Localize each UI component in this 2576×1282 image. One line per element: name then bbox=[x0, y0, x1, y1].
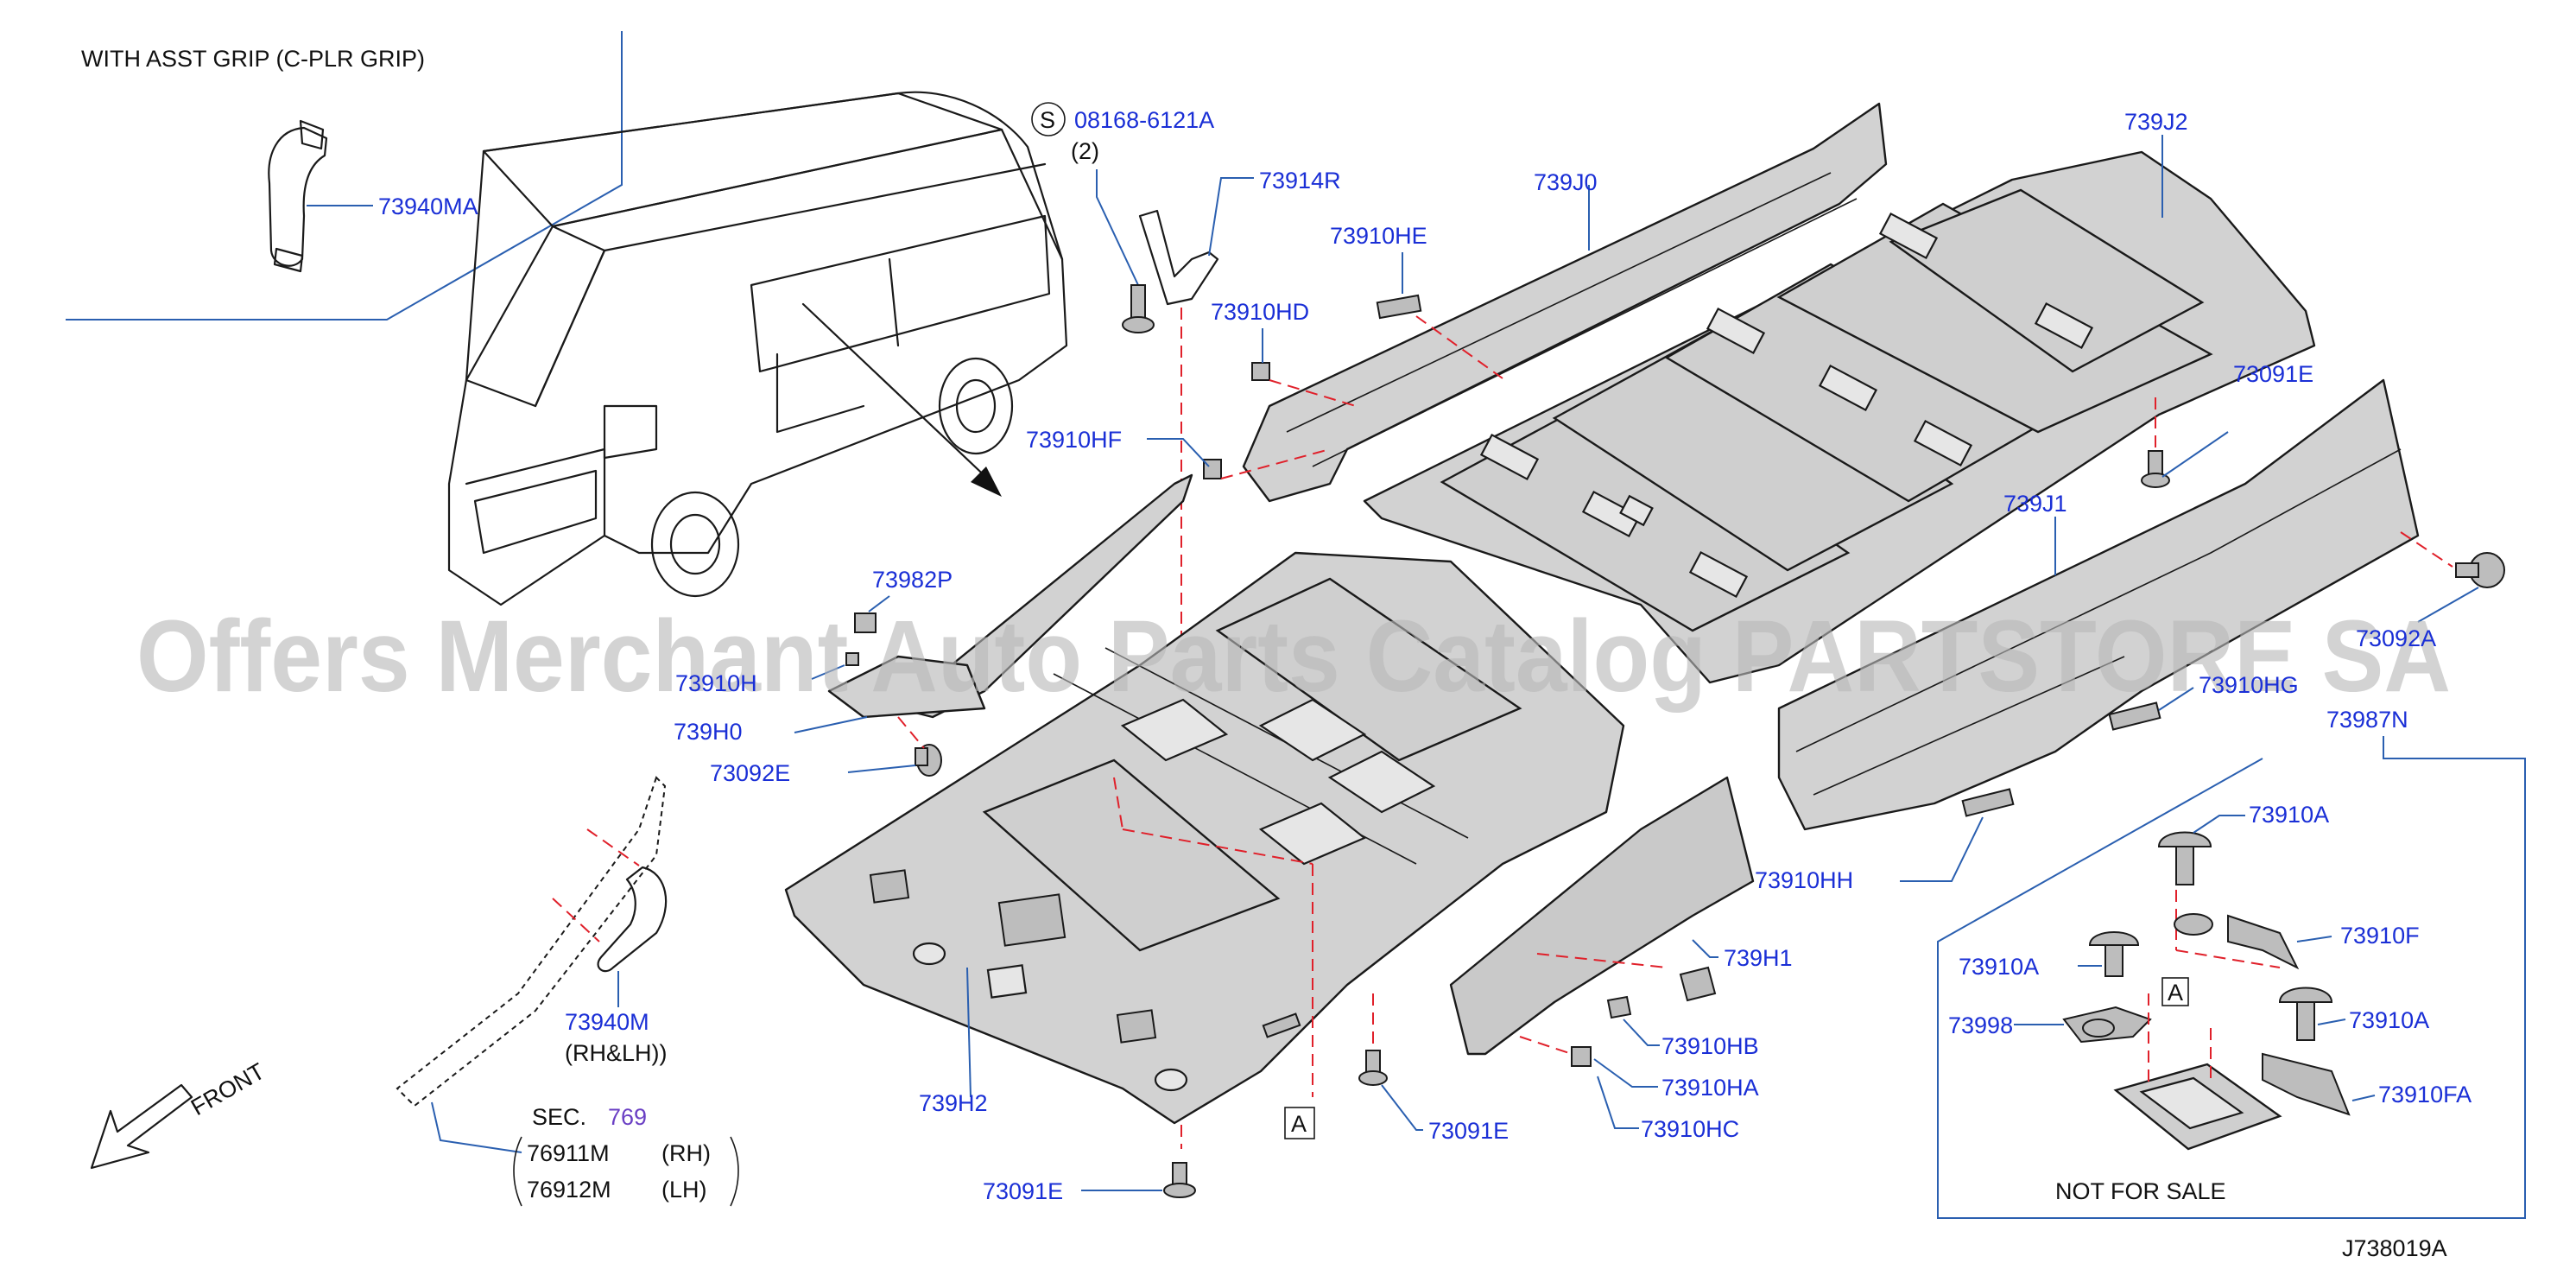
screw-73910A-top-icon bbox=[2157, 831, 2212, 885]
pad-73910HF-icon bbox=[1203, 459, 1222, 479]
label-73092A-partial[interactable]: 73092A bbox=[2356, 625, 2436, 651]
label-rh: (RH) bbox=[661, 1140, 711, 1166]
label-73910HD[interactable]: 73910HD bbox=[1211, 299, 1309, 325]
pad-73910HG-icon bbox=[2108, 701, 2161, 731]
front-label: FRONT bbox=[187, 1058, 269, 1120]
inset-frame-line bbox=[66, 31, 623, 320]
label-73091E-middle[interactable]: 73091E bbox=[1428, 1118, 1509, 1144]
label-739H1[interactable]: 739H1 bbox=[1724, 945, 1793, 971]
label-73910A-left[interactable]: 73910A bbox=[1959, 954, 2039, 980]
bolt-icon bbox=[1122, 284, 1155, 333]
trim-739H0-icon bbox=[827, 473, 1193, 719]
pad-73910HA-icon bbox=[1571, 1046, 1592, 1067]
label-73910HA[interactable]: 73910HA bbox=[1661, 1075, 1759, 1101]
label-73910HC[interactable]: 73910HC bbox=[1641, 1116, 1739, 1142]
bracket-73910F-icon bbox=[2174, 913, 2300, 970]
clip-73091E-upper-icon bbox=[2141, 450, 2170, 488]
label-73910FA[interactable]: 73910FA bbox=[2378, 1082, 2472, 1107]
label-73910H-partial[interactable]: 73910H bbox=[675, 670, 757, 696]
front-arrow-icon bbox=[90, 1083, 193, 1170]
label-sec: SEC. bbox=[532, 1104, 586, 1130]
side-rail-739J0-icon bbox=[1242, 102, 1888, 503]
clip-73092E-icon bbox=[915, 744, 942, 777]
clip-73910H-icon bbox=[845, 652, 859, 666]
label-76912M[interactable]: 76912M bbox=[527, 1177, 611, 1203]
side-trim-739J1-icon bbox=[1777, 378, 2420, 831]
label-73987N[interactable]: 73987N bbox=[2326, 707, 2408, 733]
label-08168-6121A[interactable]: 08168-6121A bbox=[1074, 107, 1214, 133]
screw-73910A-right-icon bbox=[2278, 987, 2333, 1041]
label-73091E-upper[interactable]: 73091E bbox=[2233, 361, 2313, 387]
label-73910F[interactable]: 73910F bbox=[2340, 923, 2420, 949]
label-73910HF[interactable]: 73910HF bbox=[1026, 427, 1122, 453]
bracket-73910FA-icon bbox=[2262, 1052, 2351, 1116]
label-73940M[interactable]: 73940M bbox=[565, 1009, 649, 1035]
pad-73910HH-icon bbox=[1961, 788, 2015, 817]
label-73092E-left[interactable]: 73092E bbox=[710, 760, 790, 786]
pad-73910HD-icon bbox=[1251, 362, 1270, 381]
mount-base-icon bbox=[2113, 1063, 2282, 1151]
label-739J2[interactable]: 739J2 bbox=[2124, 109, 2188, 135]
label-rh-lh: (RH&LH)) bbox=[565, 1040, 668, 1066]
label-73910A-right[interactable]: 73910A bbox=[2349, 1007, 2429, 1033]
section-box-letter: A bbox=[1291, 1111, 1307, 1137]
label-739J1[interactable]: 739J1 bbox=[2003, 491, 2067, 517]
front-headliner-739H2-icon bbox=[784, 551, 1625, 1125]
label-739J0[interactable]: 739J0 bbox=[1534, 169, 1598, 195]
pad-73982P-icon bbox=[854, 612, 877, 633]
label-73940MA[interactable]: 73940MA bbox=[378, 194, 478, 219]
bracket-73914R-icon bbox=[1138, 209, 1219, 306]
assist-grip-icon bbox=[268, 119, 328, 273]
label-73910HG-partial[interactable]: 73910HG bbox=[2199, 672, 2299, 698]
watermark: Offers Merchant Auto Parts Catalog PARTS… bbox=[136, 600, 2451, 714]
label-739H0[interactable]: 739H0 bbox=[674, 719, 743, 745]
label-73982P[interactable]: 73982P bbox=[872, 567, 953, 593]
clip-73091E-lower-icon bbox=[1163, 1162, 1196, 1198]
label-lh: (LH) bbox=[661, 1177, 707, 1203]
pad-73910HB-icon bbox=[1606, 966, 1717, 1019]
rear-headliner-739J2-icon bbox=[1363, 150, 2316, 684]
label-73910HB[interactable]: 73910HB bbox=[1661, 1033, 1759, 1059]
clip-73998-icon bbox=[2062, 1006, 2152, 1044]
label-sec-769[interactable]: 769 bbox=[608, 1104, 647, 1130]
label-qty-2: (2) bbox=[1071, 138, 1099, 164]
screw-73910A-left-icon bbox=[2088, 931, 2140, 977]
not-for-sale: NOT FOR SALE bbox=[2055, 1178, 2226, 1204]
header-note: WITH ASST GRIP (C-PLR GRIP) bbox=[81, 46, 425, 72]
trim-739H1-icon bbox=[1449, 776, 1755, 1056]
label-73998[interactable]: 73998 bbox=[1948, 1012, 2013, 1038]
assist-grip-lower-icon bbox=[597, 866, 668, 973]
inset-box-letter: A bbox=[2168, 980, 2183, 1006]
clip-73092A-icon bbox=[2455, 552, 2505, 588]
label-73914R[interactable]: 73914R bbox=[1259, 168, 1341, 194]
label-73910A-top[interactable]: 73910A bbox=[2249, 802, 2329, 828]
label-739H2[interactable]: 739H2 bbox=[919, 1090, 988, 1116]
diagram-id: J738019A bbox=[2342, 1235, 2447, 1261]
bolt-symbol: S bbox=[1040, 107, 1055, 133]
label-73910HH[interactable]: 73910HH bbox=[1755, 867, 1853, 893]
label-76911M[interactable]: 76911M bbox=[527, 1140, 610, 1166]
van-outline-icon bbox=[447, 91, 1068, 606]
label-73091E-lower[interactable]: 73091E bbox=[983, 1178, 1063, 1204]
clip-73091E-middle-icon bbox=[1358, 1050, 1388, 1086]
pad-73910HE-icon bbox=[1376, 294, 1422, 320]
label-73910HE[interactable]: 73910HE bbox=[1330, 223, 1427, 249]
